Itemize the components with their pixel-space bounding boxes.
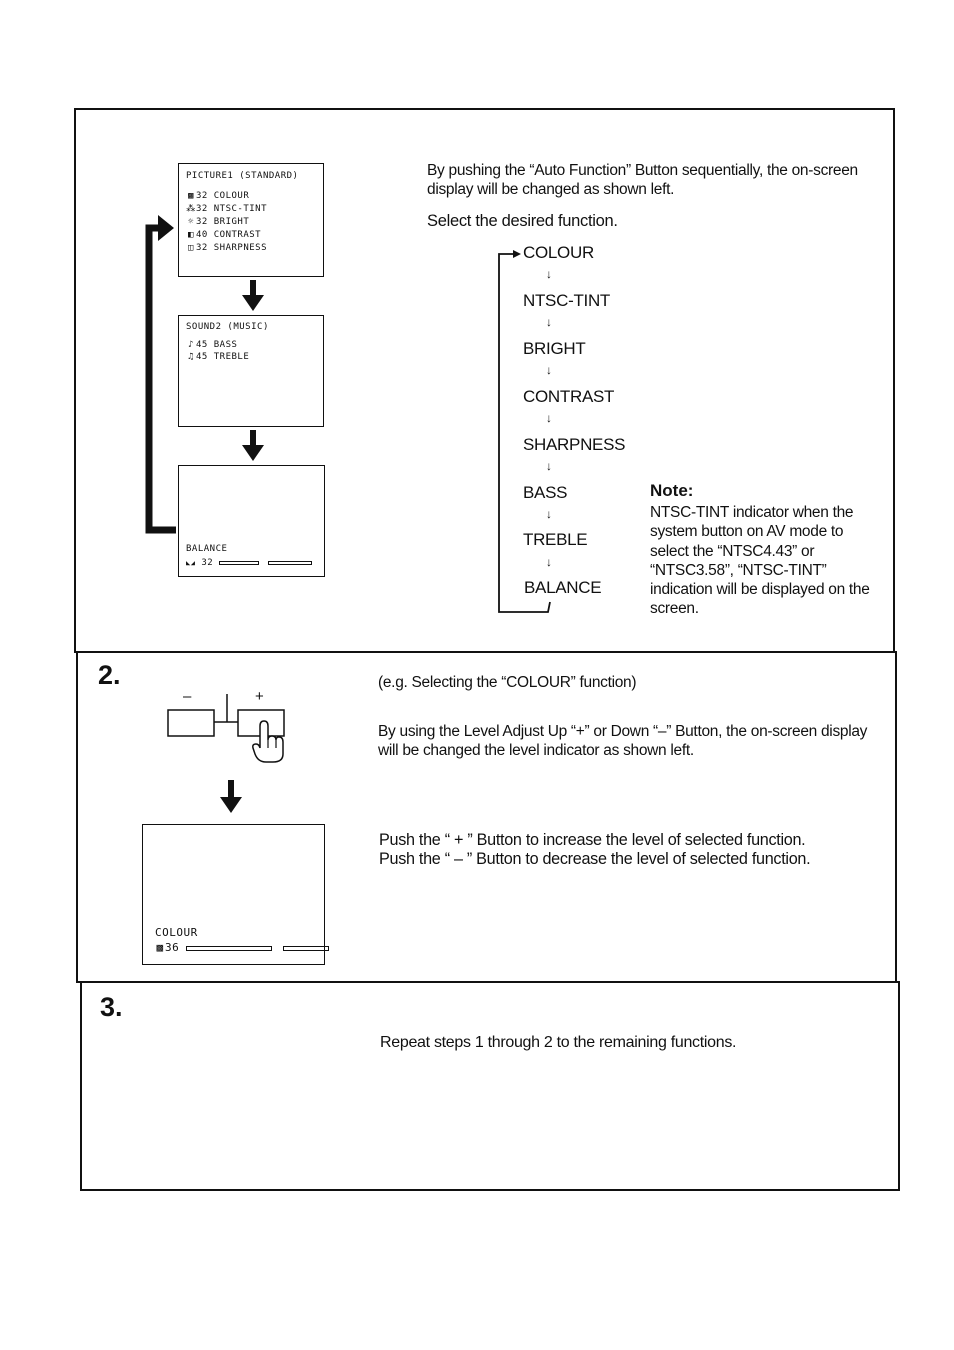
repeat-text: Repeat steps 1 through 2 to the remainin… — [380, 1034, 737, 1051]
colour-icon: ▩ — [188, 191, 194, 201]
loop-arrow — [145, 215, 176, 534]
osd-row-text: 32 BRIGHT — [196, 217, 250, 227]
osd-row-text: 45 TREBLE — [196, 352, 250, 362]
osd-balance-screen: BALANCE ◣◢ 32 — [178, 465, 325, 577]
bass-icon: ♪ — [188, 340, 194, 350]
treble-icon: ♫ — [188, 352, 194, 362]
example-text: (e.g. Selecting the “COLOUR” function) — [378, 674, 637, 691]
flow-colour: COLOUR — [523, 243, 594, 262]
osd-balance-label: BALANCE — [186, 544, 228, 554]
down-arrow-icon — [220, 780, 242, 813]
osd-row-text: 32 COLOUR — [196, 191, 250, 201]
osd-row-text: 40 CONTRAST — [196, 230, 262, 240]
tint-icon: ⁂ — [186, 204, 196, 214]
step-number-2: 2. — [98, 660, 121, 690]
level-bar-right — [282, 945, 329, 951]
flow-arrow-icon: ↓ — [546, 507, 552, 521]
osd-picture-title: PICTURE1 (STANDARD) — [186, 171, 299, 181]
flow-sharpness: SHARPNESS — [523, 435, 626, 454]
level-adjust-text: By using the Level Adjust Up “+” or Down… — [378, 723, 868, 759]
flow-arrow-icon: ↓ — [546, 555, 552, 569]
level-bar-left — [186, 945, 273, 951]
note-body: NTSC-TINT indicator when the system butt… — [650, 504, 870, 618]
pointing-hand-icon — [252, 720, 284, 763]
osd-colour-screen: COLOUR ▩36 — [142, 824, 329, 965]
osd-row-treble: ♫45 TREBLE — [186, 352, 249, 362]
balance-value: 32 — [201, 558, 214, 568]
level-bar-right — [268, 560, 313, 565]
bright-icon: ☼ — [188, 217, 194, 227]
plus-label: + — [255, 688, 264, 705]
step-number-3: 3. — [100, 992, 123, 1022]
osd-row-bright: ☼32 BRIGHT — [186, 217, 249, 227]
osd-row-tint: ⁂32 NTSC-TINT — [186, 204, 267, 214]
minus-label: – — [183, 688, 192, 705]
push-minus-text: Push the “ – ” Button to decrease the le… — [379, 850, 811, 868]
osd-colour-level: ▩36 — [155, 941, 329, 954]
colour-icon: ▩ — [156, 941, 164, 954]
flow-arrow-icon: ↓ — [546, 363, 552, 377]
note-title: Note: — [650, 481, 694, 500]
colour-value: 36 — [165, 941, 180, 954]
flow-balance: BALANCE — [524, 578, 602, 597]
osd-colour-label: COLOUR — [155, 926, 198, 939]
flow-arrow-icon: ↓ — [546, 315, 552, 329]
sharpness-icon: ◫ — [188, 243, 194, 253]
balance-icon: ◣◢ — [186, 559, 196, 567]
flow-contrast: CONTRAST — [523, 387, 615, 406]
down-arrow-icon — [242, 280, 264, 311]
osd-sound-screen: SOUND2 (MUSIC) ♪45 BASS ♫45 TREBLE — [178, 315, 324, 427]
flow-ntsc-tint: NTSC-TINT — [523, 291, 611, 310]
flow-bright: BRIGHT — [523, 339, 586, 358]
osd-row-text: 32 SHARPNESS — [196, 243, 268, 253]
flow-treble: TREBLE — [523, 530, 588, 549]
osd-row-sharpness: ◫32 SHARPNESS — [186, 243, 267, 253]
intro-text: By pushing the “Auto Function” Button se… — [427, 162, 858, 198]
push-plus-text: Push the “ + ” Button to increase the le… — [379, 831, 806, 849]
osd-row-colour: ▩32 COLOUR — [186, 191, 249, 201]
contrast-icon: ◧ — [188, 230, 194, 240]
section-3-frame — [80, 981, 900, 1191]
flow-loop-line — [498, 250, 551, 613]
flow-arrow-icon: ↓ — [546, 411, 552, 425]
osd-row-text: 45 BASS — [196, 340, 238, 350]
osd-row-contrast: ◧40 CONTRAST — [186, 230, 261, 240]
level-up-button[interactable] — [238, 710, 284, 736]
flow-arrow-icon: ↓ — [546, 267, 552, 281]
osd-sound-title: SOUND2 (MUSIC) — [186, 322, 269, 332]
osd-balance-level: ◣◢ 32 — [186, 558, 313, 568]
flow-bass: BASS — [523, 483, 568, 502]
select-text: Select the desired function. — [427, 212, 618, 230]
flow-arrow-icon: ↓ — [546, 459, 552, 473]
level-bar-left — [219, 560, 260, 565]
osd-row-text: 32 NTSC-TINT — [196, 204, 268, 214]
down-arrow-icon — [242, 430, 264, 461]
osd-row-bass: ♪45 BASS — [186, 340, 237, 350]
osd-picture-screen: PICTURE1 (STANDARD) ▩32 COLOUR ⁂32 NTSC-… — [178, 163, 324, 277]
level-down-button[interactable] — [168, 710, 214, 736]
